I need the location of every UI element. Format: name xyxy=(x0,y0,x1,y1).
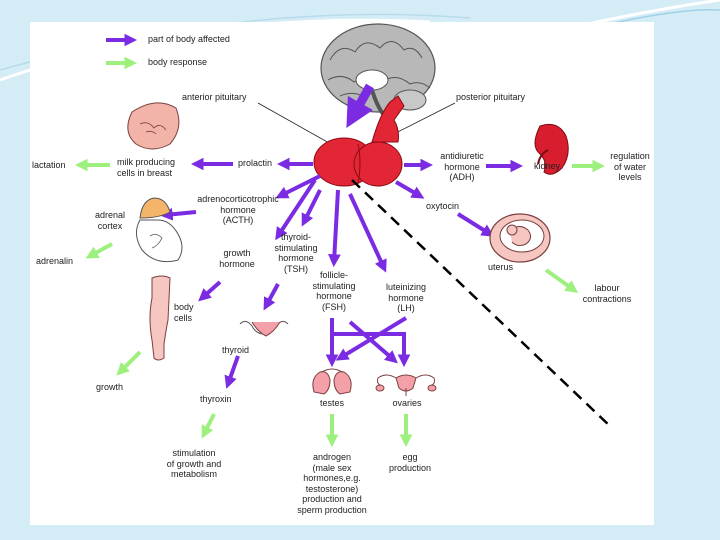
acth-label: adrenocorticotrophic hormone (ACTH) xyxy=(197,194,279,225)
ovaries-label: ovaries xyxy=(392,398,422,408)
growth-hormone-arrow xyxy=(275,178,317,241)
stimulation-arrow xyxy=(201,413,216,439)
oxytocin-to-uterus-arrow xyxy=(456,212,495,237)
body-cells-label: body cells xyxy=(174,302,194,323)
thyroid-to-thyroxin-arrow xyxy=(224,355,240,389)
testes-label: testes xyxy=(319,398,344,408)
lh-arrow xyxy=(348,193,387,273)
adrenalin-arrow xyxy=(85,242,113,259)
adrenalin-label: adrenalin xyxy=(36,256,74,266)
posterior-pituitary-label: posterior pituitary xyxy=(456,92,526,102)
milk-cells-label: milk producing cells in breast xyxy=(117,157,176,178)
labour-label: labour contractions xyxy=(582,283,632,304)
thyroid-icon xyxy=(239,320,289,337)
anterior-pointer-line xyxy=(257,102,339,149)
kidney-icon xyxy=(534,123,569,175)
adh-label: antidiuretic hormone (ADH) xyxy=(440,151,484,182)
leg-icon xyxy=(149,275,171,361)
prolactin-label: prolactin xyxy=(238,158,273,168)
thyroxin-label: thyroxin xyxy=(200,394,232,404)
stimulation-label: stimulation of growth and metabolism xyxy=(166,448,222,479)
growth-label: growth xyxy=(96,382,124,392)
androgen-label: androgen (male sex hormones,e.g. testost… xyxy=(297,452,367,515)
ovaries-icon xyxy=(375,374,437,396)
oxytocin-arrow xyxy=(394,180,425,199)
breast-icon xyxy=(127,102,180,150)
adrenal-kidney-icon xyxy=(136,197,183,263)
adrenal-cortex-label: adrenal cortex xyxy=(94,210,126,231)
acth-arrow xyxy=(275,174,321,199)
legend-response-label: body response xyxy=(148,57,208,67)
pituitary-gland-icon xyxy=(313,95,405,187)
kidney-label: kidney xyxy=(534,161,561,171)
uterus-fetus-icon xyxy=(489,213,551,263)
egg-label: egg production xyxy=(388,452,432,473)
brain-icon xyxy=(320,23,436,122)
thyroid-label: thyroid xyxy=(222,345,250,355)
lactation-label: lactation xyxy=(32,160,66,170)
uterus-label: uterus xyxy=(488,262,514,272)
labour-arrow xyxy=(544,268,579,293)
tsh-label: thyroid- stimulating hormone (TSH) xyxy=(274,232,318,274)
fsh-lh-branch-arrows xyxy=(325,316,411,368)
water-label: regulation of water levels xyxy=(610,151,650,182)
growth-hormone-label: growth hormone xyxy=(219,248,255,269)
dashed-divider xyxy=(351,179,613,429)
fsh-arrow xyxy=(328,189,341,268)
testes-icon xyxy=(312,368,352,395)
tsh-to-thyroid-arrow xyxy=(263,283,280,311)
growth-arrow xyxy=(116,350,142,376)
anterior-pituitary-label: anterior pituitary xyxy=(182,92,247,102)
acth-to-adrenal-arrow xyxy=(159,207,197,221)
legend-affected-label: part of body affected xyxy=(148,34,230,44)
fsh-label: follicle- stimulating hormone (FSH) xyxy=(312,270,356,312)
brain-to-pituitary-arrow xyxy=(346,83,374,129)
oxytocin-label: oxytocin xyxy=(426,201,460,211)
lh-label: luteinizing hormone (LH) xyxy=(385,282,427,313)
tsh-arrow xyxy=(301,189,322,227)
growth-hormone-to-body-arrow xyxy=(198,280,222,302)
